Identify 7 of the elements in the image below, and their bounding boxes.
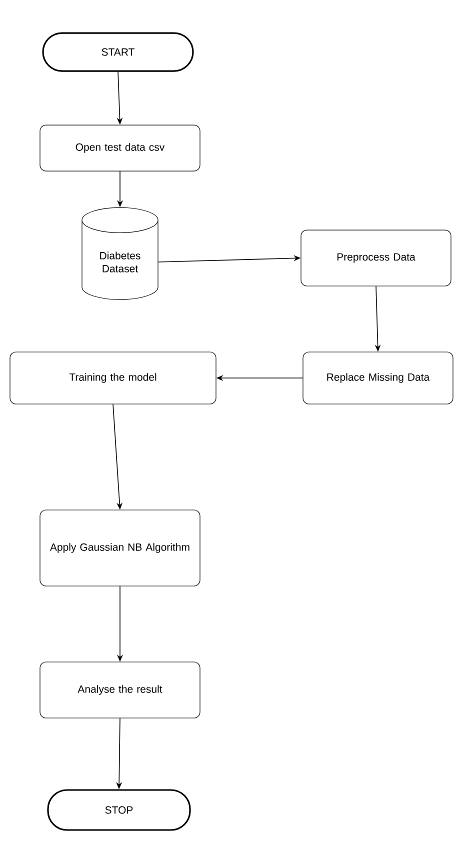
process-box: Preprocess Data <box>300 230 452 286</box>
process-box: Replace Missing Data <box>302 352 454 404</box>
process-box: Training the model <box>10 352 216 404</box>
process-box: Apply Gaussian NB Algorithm <box>40 510 200 586</box>
process-box: Open test data csv <box>40 124 200 172</box>
database-cylinder: Diabetes Dataset <box>82 207 158 300</box>
process-box: Analyse the result <box>40 662 200 718</box>
